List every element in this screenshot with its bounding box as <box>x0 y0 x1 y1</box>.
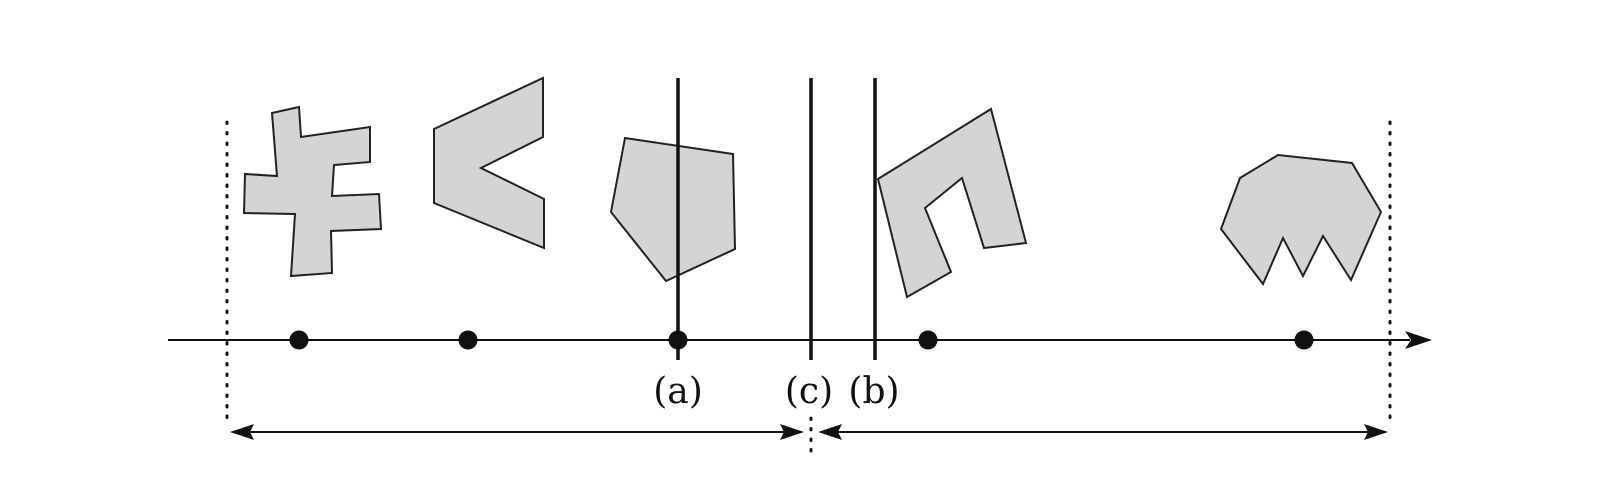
right-extent-arrowhead-left <box>818 424 842 440</box>
right-extent-arrowhead-right <box>1364 424 1388 440</box>
pentagon-shape <box>609 136 737 283</box>
left-extent-arrowhead-right <box>780 424 804 440</box>
jagged-octagon-shape <box>1219 153 1383 286</box>
centroid-point <box>918 330 938 350</box>
centroid-point <box>1294 330 1314 350</box>
cross-shape <box>242 105 383 278</box>
hook-shape <box>876 107 1028 299</box>
centroid-point <box>289 330 309 350</box>
label-a: (a) <box>653 371 703 412</box>
centroid-point <box>458 330 478 350</box>
label-c: (c) <box>785 371 833 412</box>
axis-arrowhead <box>1405 331 1432 349</box>
chevron-shape <box>433 76 545 250</box>
left-extent-arrowhead-left <box>230 424 254 440</box>
label-b: (b) <box>848 371 899 412</box>
centroid-point <box>668 330 688 350</box>
